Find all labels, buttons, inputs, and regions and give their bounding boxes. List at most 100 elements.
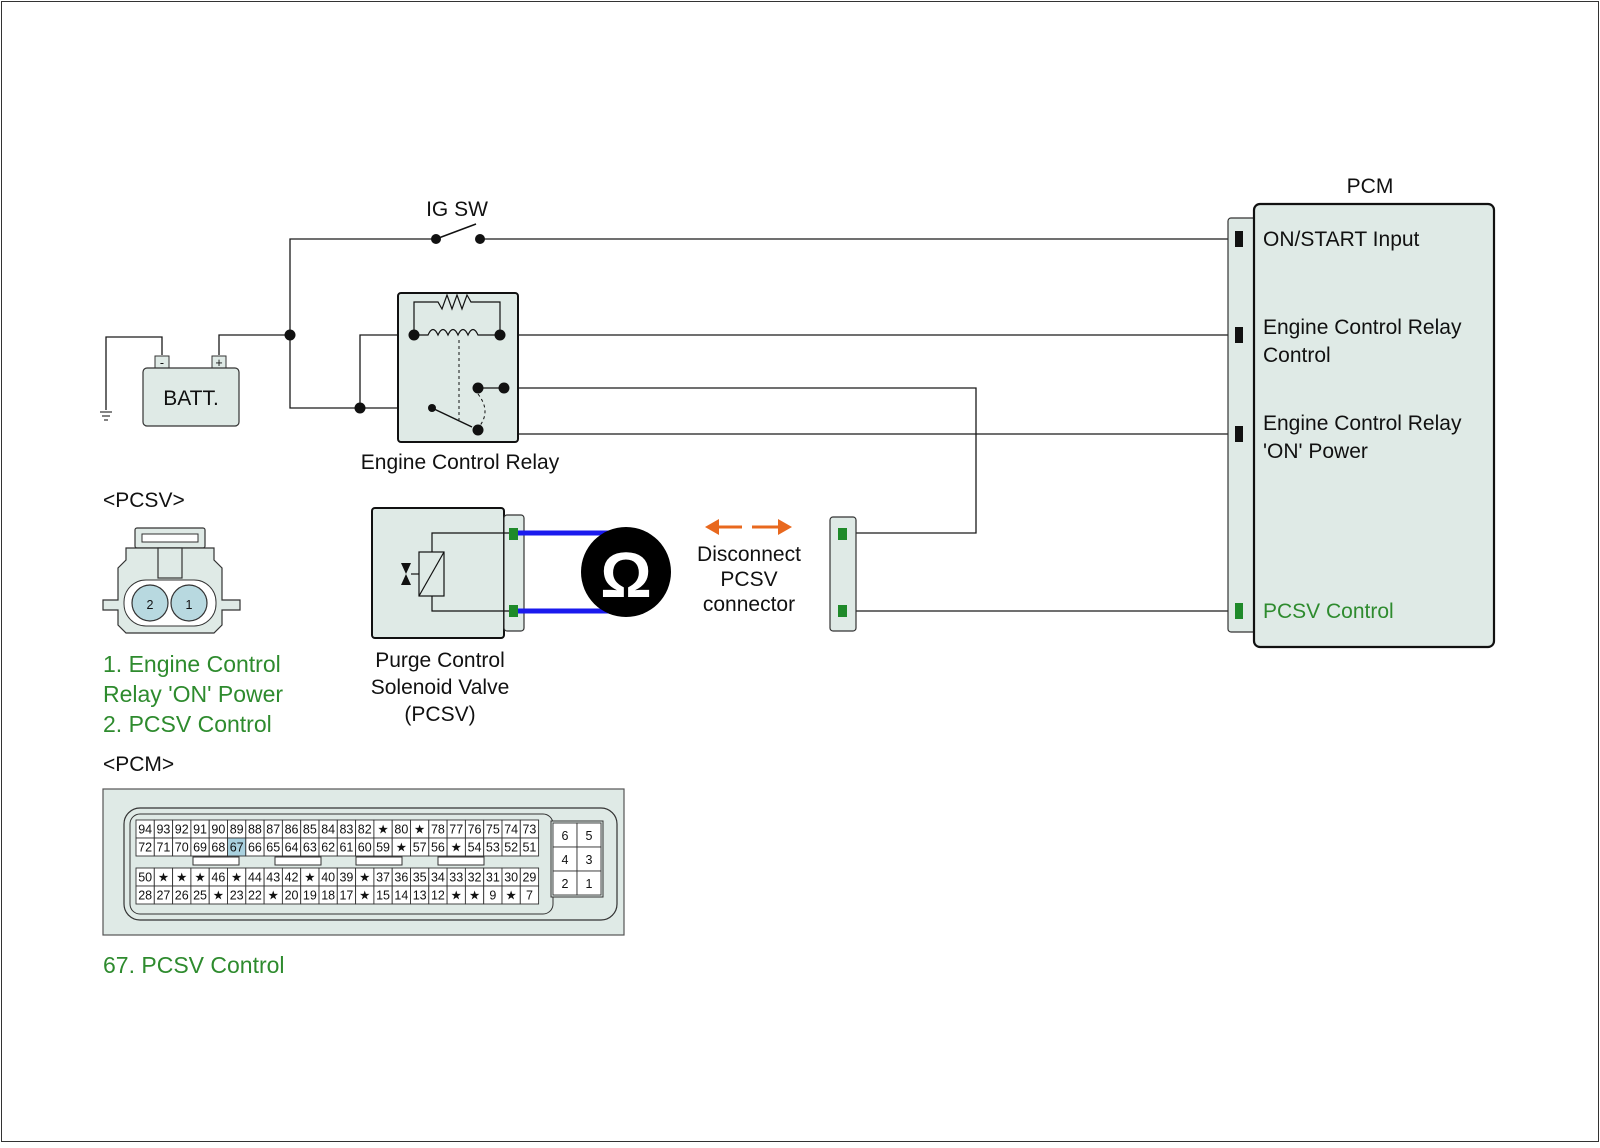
- pcm-pin-number: 75: [486, 823, 500, 837]
- pcm-pin-number: 69: [193, 841, 207, 855]
- pcm-pin-number: 7: [526, 889, 533, 903]
- battery-minus-label: -: [160, 356, 164, 370]
- pcm-pin-number: ★: [158, 871, 169, 885]
- pcm-pin-number: 9: [489, 889, 496, 903]
- pcm-small-pin-number: 2: [562, 877, 569, 891]
- pcm-pin-number: 53: [486, 841, 500, 855]
- pcm-pin-number: 13: [413, 889, 427, 903]
- pcm-pin-number: 89: [230, 823, 244, 837]
- pcm-terminal: [1235, 426, 1243, 442]
- junction-dot: [354, 402, 366, 414]
- pcm-pin-number: 26: [175, 889, 189, 903]
- pcm-small-pin-number: 6: [562, 829, 569, 843]
- pcm-input-label: Control: [1263, 344, 1331, 367]
- pcm-input-label: 'ON' Power: [1263, 440, 1368, 463]
- relay-output-wire: [504, 387, 977, 534]
- pcm-pin-number: ★: [231, 871, 242, 885]
- pcm-input-label: ON/START Input: [1263, 228, 1420, 251]
- pcm-pin-number: 37: [376, 871, 390, 885]
- pcm-pin-number: 72: [138, 841, 152, 855]
- pcm-pin-number: 76: [468, 823, 482, 837]
- pcm-pin-number: 40: [321, 871, 335, 885]
- pcm-small-pin-number: 4: [562, 853, 569, 867]
- pcm-pin-number: 31: [486, 871, 500, 885]
- pcm-pin-number: 56: [431, 841, 445, 855]
- pcm-pin-number: 87: [266, 823, 280, 837]
- ig-sw-label: IG SW: [426, 198, 488, 221]
- pcsv-pin-legend-line: 1. Engine Control: [103, 651, 281, 677]
- pcm-pin-number: 74: [504, 823, 518, 837]
- ground-wire: [105, 336, 163, 410]
- pcm-pin-number: 68: [211, 841, 225, 855]
- pcm-pin-number: 50: [138, 871, 152, 885]
- ground-icon: [100, 411, 112, 421]
- pcm-pin-number: ★: [176, 871, 187, 885]
- pcm-pin-number: ★: [194, 871, 205, 885]
- pcsv-connector-face: 2 1: [102, 527, 241, 634]
- pcm-pin-number: 44: [248, 871, 262, 885]
- pcm-pin-legend: 67. PCSV Control: [103, 952, 285, 978]
- pcsv-connector-header: <PCSV>: [103, 489, 185, 512]
- pcsv-pin-number: 1: [186, 598, 193, 612]
- pcm-small-pin-number: 5: [586, 829, 593, 843]
- ohm-symbol: Ω: [600, 539, 651, 611]
- pcm-small-pin-cell: [576, 870, 602, 896]
- ohmmeter: Ω: [518, 527, 671, 617]
- pcm-pin-number: 63: [303, 841, 317, 855]
- pcm-pin-number: 93: [156, 823, 170, 837]
- pcm-pin-number: ★: [506, 889, 517, 903]
- pcm-title: PCM: [1347, 175, 1394, 198]
- pcsv-component-label-line: Purge Control: [375, 649, 505, 672]
- battery: - + BATT.: [142, 355, 240, 427]
- pcm-pin-number: 36: [394, 871, 408, 885]
- pcm-pin-number: ★: [304, 871, 315, 885]
- pcm-pin-number: 84: [321, 823, 335, 837]
- pcm-small-pin-number: 1: [586, 877, 593, 891]
- pcm-pin-number: ★: [451, 841, 462, 855]
- relay-supply-wire: [289, 335, 428, 409]
- pcm-pin-number: 19: [303, 889, 317, 903]
- pcm-pin-number: ★: [396, 841, 407, 855]
- pcm-pin-number: ★: [268, 889, 279, 903]
- pcm-input-label: Engine Control Relay: [1263, 412, 1462, 435]
- battery-plus-label: +: [215, 356, 222, 370]
- pcm-pin-number: 23: [230, 889, 244, 903]
- pcm-pin-number: 35: [413, 871, 427, 885]
- pcm-pin-number: 32: [468, 871, 482, 885]
- pcm-pin-cell: [519, 885, 540, 905]
- pcm-pin-number: ★: [469, 889, 480, 903]
- pcm-pin-number: 80: [394, 823, 408, 837]
- connector-key: [192, 856, 240, 866]
- pcm-pin-number: 14: [394, 889, 408, 903]
- pcm-pin-cell: [519, 837, 540, 857]
- pcsv-pin-number: 2: [147, 598, 154, 612]
- pcsv-component-label-line: Solenoid Valve: [371, 676, 510, 699]
- disconnect-label-line: Disconnect: [697, 543, 801, 566]
- pcm-pin-number: 33: [449, 871, 463, 885]
- pcm-pin-number: 85: [303, 823, 317, 837]
- disconnect-label-line: PCSV: [720, 568, 777, 591]
- pcsv-component-label-line: (PCSV): [404, 703, 475, 726]
- arrow-left-icon: [705, 519, 742, 535]
- pcm-pin-number: 83: [339, 823, 353, 837]
- pcm-pin-number: ★: [213, 889, 224, 903]
- pcm-pin-number: 27: [156, 889, 170, 903]
- ig-feed-wire: [289, 238, 435, 335]
- pcm-pin-number: ★: [414, 823, 425, 837]
- pcm-connector-keys: [192, 856, 485, 866]
- pcm-pin-number: 92: [175, 823, 189, 837]
- pcm-pin-number: 78: [431, 823, 445, 837]
- pcm-pin-number: 57: [413, 841, 427, 855]
- pcm-pin-number: 82: [358, 823, 372, 837]
- battery-positive-wire: [218, 334, 290, 355]
- pcm-box: [1252, 202, 1496, 649]
